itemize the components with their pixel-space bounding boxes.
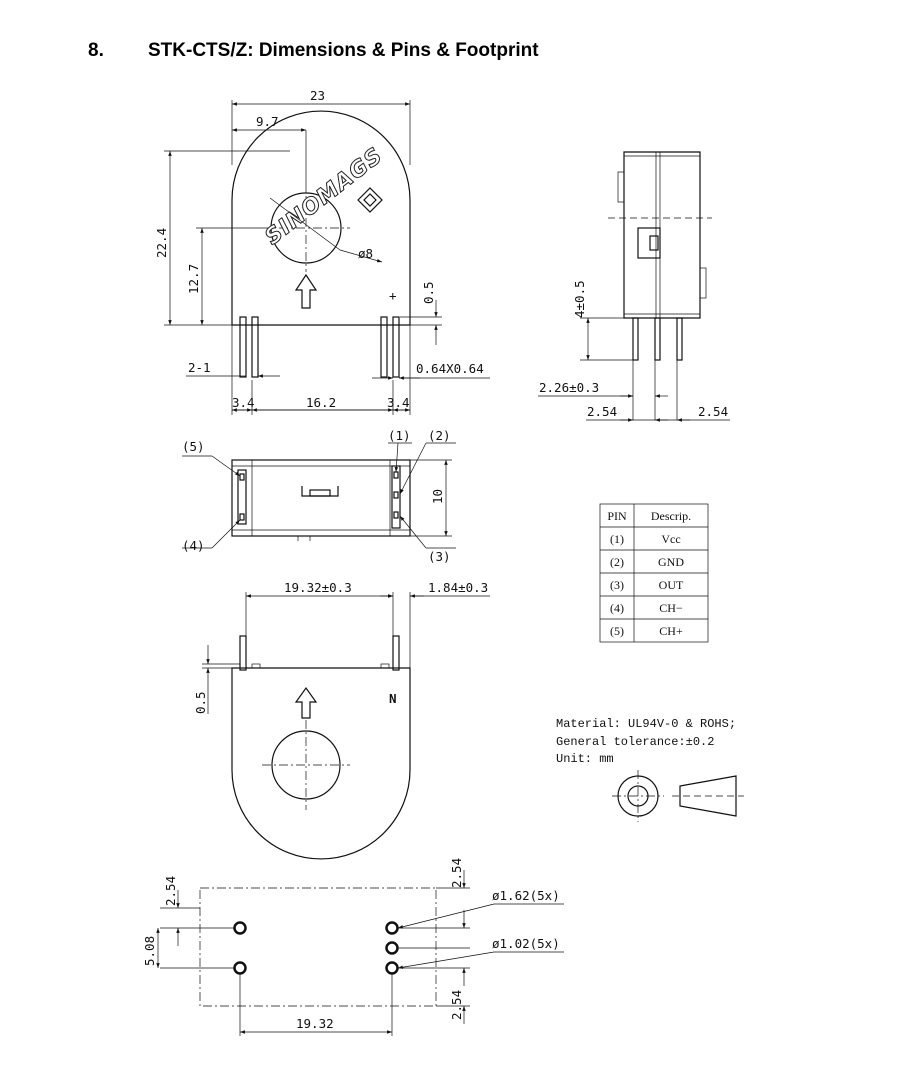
dim-footprint-bottom-right-label: 2.54	[449, 990, 464, 1020]
table-cell-descrip: CH+	[659, 624, 683, 638]
dim-pitch-right-label: 2.54	[698, 404, 728, 419]
pin	[251, 316, 259, 378]
pin-2-marker	[393, 491, 399, 499]
pin-label-4: (4)	[182, 538, 205, 553]
dim-pin-length-label: 4±0.5	[572, 280, 587, 318]
dim-rear-span-label: 19.32±0.3	[284, 580, 352, 595]
pin	[392, 316, 400, 378]
side-body-outline	[623, 151, 701, 319]
footprint-outline	[199, 887, 437, 1007]
pin-3-marker	[393, 511, 399, 519]
current-direction-arrow	[294, 273, 318, 309]
pin	[632, 317, 639, 361]
pcb-footprint: 2.54 5.08 2.54 2.54 ø1.62(5x) ø1.02(5x) …	[142, 858, 564, 1036]
pin-4-marker	[239, 513, 245, 521]
footprint-pad	[233, 921, 247, 935]
dim-pitch-left-label: 2.54	[587, 404, 617, 419]
brand-s-logo	[357, 187, 383, 213]
table-cell-pin: (4)	[610, 601, 624, 615]
dim-edge-left-label: 3.4	[232, 395, 255, 410]
pin	[654, 317, 661, 361]
rear-body-outline	[231, 667, 411, 860]
bottom-body-outline	[231, 459, 411, 537]
footprint-pad	[385, 941, 399, 955]
footprint-pad	[385, 961, 399, 975]
table-cell-pin: (2)	[610, 555, 624, 569]
dim-edge-right-label: 3.4	[387, 395, 410, 410]
table-header-descrip: Descrip.	[651, 509, 691, 523]
dim-footprint-pitch-label: 5.08	[142, 936, 157, 966]
section-number: 8.	[88, 40, 104, 61]
rear-view: N 19.32±0.3 1.84±0.3 0.5	[193, 580, 490, 860]
table-cell-pin: (3)	[610, 578, 624, 592]
table-cell-descrip: CH−	[659, 601, 683, 615]
notes: Material: UL94V-0 & ROHS; General tolera…	[556, 717, 736, 766]
pin-5-marker	[239, 473, 245, 481]
dim-pin-span-label: 16.2	[306, 395, 336, 410]
plus-mark: +	[389, 288, 397, 303]
dim-footprint-top-right-label: 2.54	[449, 858, 464, 888]
table-cell-descrip: Vcc	[661, 532, 680, 546]
bottom-view: (5) (4) (1) (2) (3) 10	[182, 428, 456, 564]
rear-marking: N	[389, 691, 397, 706]
projection-symbol	[612, 770, 744, 822]
pin-label-5: (5)	[182, 439, 205, 454]
sensor-body-outline	[231, 110, 411, 326]
dim-rear-edge-label: 1.84±0.3	[428, 580, 488, 595]
pin	[380, 316, 388, 378]
dim-center-offset-label: 9.7	[256, 114, 279, 129]
dim-rear-bevel-label: 0.5	[193, 691, 208, 714]
dim-pin-group-label: 2-1	[188, 360, 211, 375]
pin-1-marker	[393, 471, 399, 479]
dim-width-label: 23	[310, 88, 325, 103]
dim-center-height-label: 12.7	[186, 264, 201, 294]
pin	[239, 635, 247, 671]
pin-label-2: (2)	[428, 428, 451, 443]
section-title: STK-CTS/Z: Dimensions & Pins & Footprint	[148, 40, 539, 61]
dim-hole-label: ø8	[358, 246, 373, 261]
rear-direction-arrow	[294, 686, 318, 719]
pin-table: PIN Descrip. (1) Vcc (2) GND (3) OUT (4)…	[599, 503, 709, 643]
footprint-pad	[233, 961, 247, 975]
side-view: 4±0.5 2.26±0.3 2.54 2.54	[538, 151, 730, 422]
footprint-pad	[385, 921, 399, 935]
pin-label-1: (1)	[388, 428, 411, 443]
front-view: SINOMAGS + 23 9.7 22.4 12.7 ø8	[154, 88, 490, 415]
table-cell-descrip: OUT	[659, 578, 684, 592]
side-clip	[637, 227, 661, 259]
pin	[239, 316, 247, 378]
dim-depth-label: 10	[430, 489, 445, 504]
note-material: Material: UL94V-0 & ROHS;	[556, 717, 736, 731]
dim-large-hole-label: ø1.62(5x)	[492, 888, 560, 903]
note-tolerance: General tolerance:±0.2	[556, 735, 714, 749]
table-header-pin: PIN	[607, 509, 627, 523]
dim-bevel-label: 0.5	[421, 281, 436, 304]
section-heading: 8. STK-CTS/Z: Dimensions & Pins & Footpri…	[88, 40, 539, 62]
table-cell-pin: (5)	[610, 624, 624, 638]
table-cell-pin: (1)	[610, 532, 624, 546]
dim-footprint-top-left-label: 2.54	[163, 876, 178, 906]
pin	[676, 317, 683, 361]
pin	[392, 635, 400, 671]
dim-pin-offset-label: 2.26±0.3	[539, 380, 599, 395]
note-unit: Unit: mm	[556, 752, 614, 766]
dim-footprint-span-label: 19.32	[296, 1016, 334, 1031]
dim-height-label: 22.4	[154, 228, 169, 258]
rear-aperture	[271, 730, 341, 800]
brand-logo-text: SINOMAGS	[261, 143, 388, 250]
dim-pin-section-label: 0.64X0.64	[416, 361, 484, 376]
pin-label-3: (3)	[428, 549, 451, 564]
dim-small-hole-label: ø1.02(5x)	[492, 936, 560, 951]
table-cell-descrip: GND	[658, 555, 684, 569]
